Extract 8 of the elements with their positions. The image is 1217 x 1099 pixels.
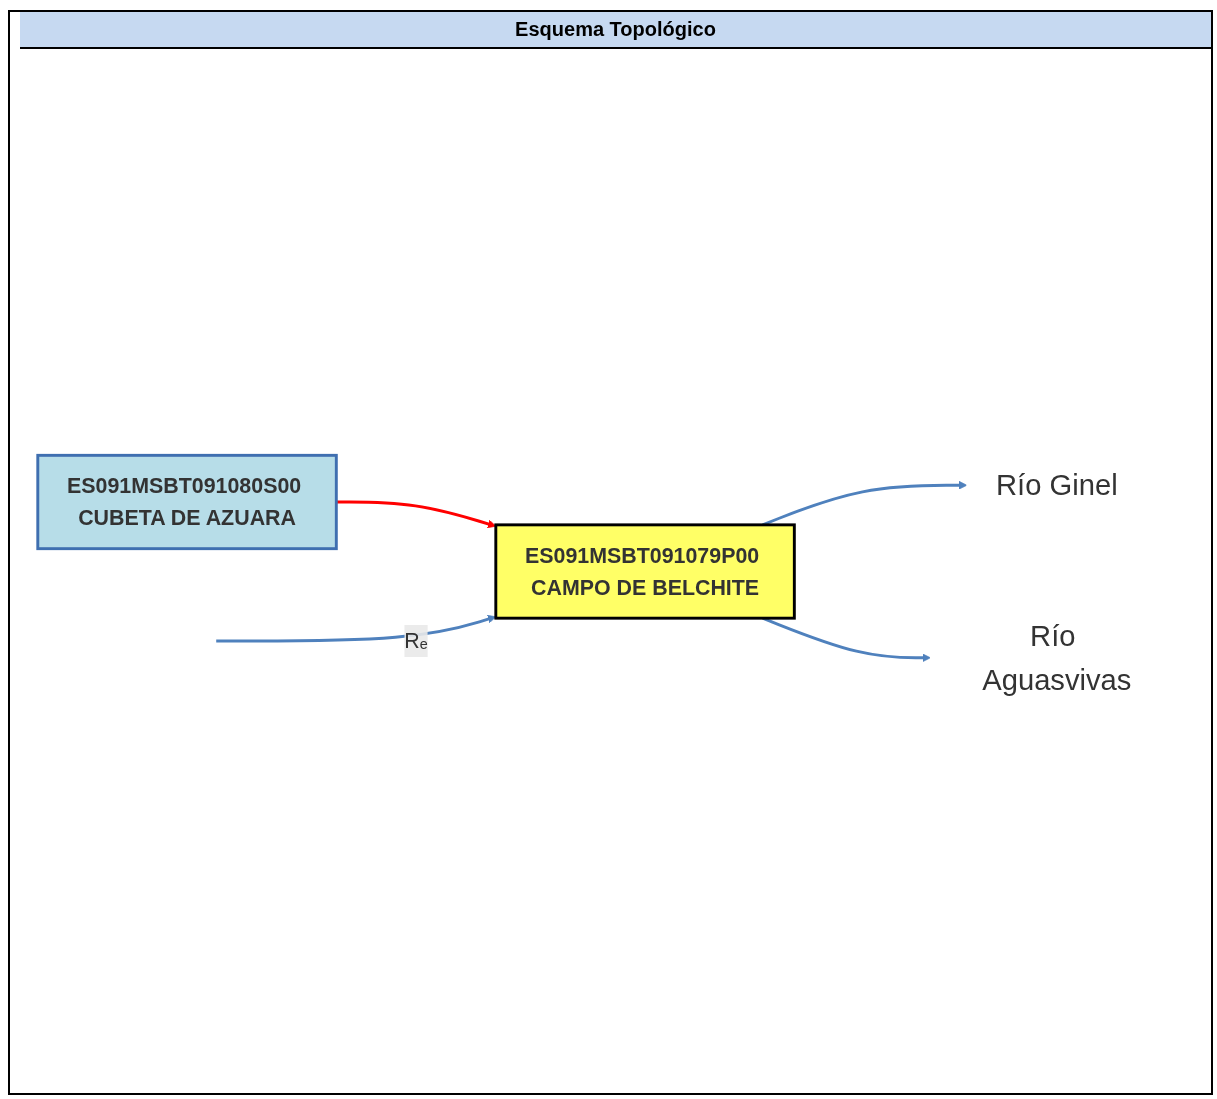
- node-box: ES091MSBT091079P00 CAMPO DE BELCHITE: [494, 523, 796, 620]
- node-box: ES091MSBT091080S00 CUBETA DE AZUARA: [36, 453, 338, 551]
- arrow: [336, 500, 497, 529]
- arrow: [216, 615, 497, 643]
- node-text: Río Ginel: [996, 469, 1118, 502]
- node-text: Río Aguasvivas: [982, 619, 1132, 696]
- diagram-title: Esquema Topológico: [20, 12, 1211, 49]
- edge-label: Rₑ: [404, 628, 428, 654]
